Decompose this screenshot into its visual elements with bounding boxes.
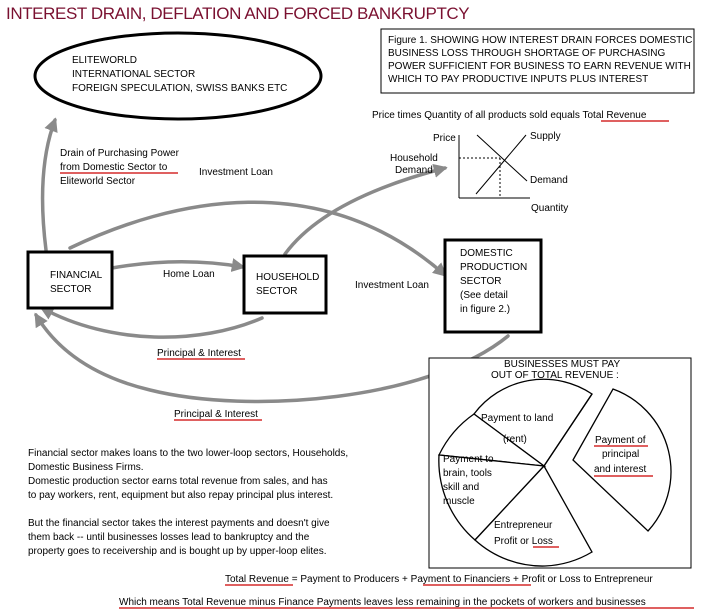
pie-label-principal: Payment of: [595, 435, 646, 446]
financial-sector-label: FINANCIAL: [50, 270, 103, 281]
eliteworld-label: FOREIGN SPECULATION, SWISS BANKS ETC: [72, 83, 287, 94]
investment-loan-label: Investment Loan: [199, 167, 273, 178]
page-title: INTEREST DRAIN, DEFLATION AND FORCED BAN…: [6, 4, 469, 23]
pie-label-land: Payment to land: [481, 413, 553, 424]
pie-label-land: (rent): [503, 434, 527, 445]
explanation-line: But the financial sector takes the inter…: [28, 518, 330, 529]
investment-loan-label: Investment Loan: [355, 280, 429, 291]
supply-label: Supply: [530, 131, 561, 142]
caption-line: WHICH TO PAY PRODUCTIVE INPUTS PLUS INTE…: [388, 74, 648, 85]
pie-slice-entrepreneur: [474, 464, 593, 567]
household-demand-label: Demand: [395, 165, 433, 176]
household-demand-label: Household: [390, 153, 438, 164]
explanation-line: to pay workers, rent, equipment but also…: [28, 490, 333, 501]
drain-label: Drain of Purchasing Power: [60, 148, 180, 159]
household-sector-box: [242, 254, 328, 315]
domestic-sector-label: (See detail: [460, 290, 508, 301]
domestic-sector-label: in figure 2.): [460, 304, 510, 315]
explanation-line: property goes to receivership and is bou…: [28, 546, 327, 557]
conclusion-text: Which means Total Revenue minus Finance …: [119, 597, 646, 608]
explanation-text: Financial sector makes loans to the two …: [28, 448, 348, 557]
pie-slice-land: [473, 378, 593, 467]
household-sector-label: SECTOR: [256, 286, 298, 297]
demand-label: Demand: [530, 175, 568, 186]
principal-interest-label: Principal & Interest: [174, 409, 258, 420]
price-axis-label: Price: [433, 133, 456, 144]
pie-label-entrepreneur: Entrepreneur: [494, 520, 553, 531]
home-loan-label: Home Loan: [163, 269, 215, 280]
home-loan-arrow: [110, 258, 246, 272]
eliteworld-label: INTERNATIONAL SECTOR: [72, 69, 195, 80]
figure-caption: Figure 1. SHOWING HOW INTEREST DRAIN FOR…: [388, 35, 692, 85]
explanation-line: Domestic production sector earns total r…: [28, 476, 328, 487]
pie-label-profit-loss: Profit or Loss: [494, 536, 553, 547]
eliteworld-ellipse: [33, 31, 323, 121]
investment-loan-arrow: [68, 200, 448, 277]
pie-label-brain: Payment to: [443, 454, 494, 465]
pie-label-brain: brain, tools: [443, 468, 492, 479]
revenue-line: Price times Quantity of all products sol…: [372, 110, 647, 121]
quantity-axis-label: Quantity: [531, 203, 568, 214]
explanation-line: them back -- until businesses losses lea…: [28, 532, 310, 543]
pie-label-principal: and interest: [594, 464, 646, 475]
revenue-equation: Total Revenue = Payment to Producers + P…: [225, 574, 653, 585]
domestic-sector-label: SECTOR: [460, 276, 502, 287]
businesses-title: OUT OF TOTAL REVENUE :: [491, 370, 619, 381]
pie-label-brain: muscle: [443, 496, 475, 507]
financial-sector-box: [26, 250, 114, 310]
eliteworld-label: ELITEWORLD: [72, 55, 137, 66]
caption-line: POWER SUFFICIENT FOR BUSINESS TO EARN RE…: [388, 61, 691, 72]
businesses-title: BUSINESSES MUST PAY: [504, 359, 620, 370]
pie-label-brain: skill and: [443, 482, 479, 493]
financial-sector-label: SECTOR: [50, 284, 92, 295]
drain-label: Eliteworld Sector: [60, 176, 136, 187]
revenue-pie: [438, 378, 672, 567]
pie-slice-brain: [438, 454, 546, 541]
pie-slice-principal: [572, 388, 672, 532]
caption-line: Figure 1. SHOWING HOW INTEREST DRAIN FOR…: [388, 35, 692, 46]
supply-demand-graph: Price Supply Demand Quantity: [433, 131, 568, 214]
principal-interest-inner-arrow: [39, 306, 264, 339]
principal-interest-label: Principal & Interest: [157, 348, 241, 359]
explanation-line: Financial sector makes loans to the two …: [28, 448, 348, 459]
household-sector-label: HOUSEHOLD: [256, 272, 319, 283]
domestic-sector-label: DOMESTIC: [460, 248, 513, 259]
demand-curve: [476, 134, 528, 182]
caption-line: BUSINESS LOSS THROUGH SHORTAGE OF PURCHA…: [388, 48, 665, 59]
domestic-sector-label: PRODUCTION: [460, 262, 527, 273]
figure-caption-box: [380, 28, 695, 94]
pie-label-principal: principal: [602, 449, 639, 460]
drain-label: from Domestic Sector to: [60, 162, 168, 173]
domestic-production-box: [443, 238, 543, 334]
drain-arrow: [40, 117, 58, 252]
explanation-line: Domestic Business Firms.: [28, 462, 144, 473]
household-demand-arrow: [283, 164, 448, 256]
supply-curve: [475, 134, 527, 195]
